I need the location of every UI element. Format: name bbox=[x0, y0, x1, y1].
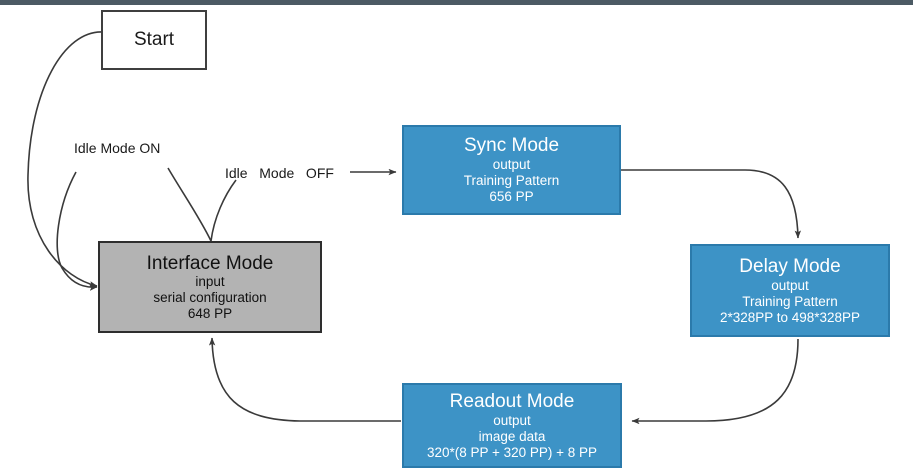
node-interface-mode-line-3: 648 PP bbox=[187, 305, 233, 321]
edge-label-idle-mode-on: Idle Mode ON bbox=[74, 140, 161, 156]
node-sync-mode-line-2: Training Pattern bbox=[463, 173, 560, 188]
node-delay-mode-line-3: 2*328PP to 498*328PP bbox=[719, 309, 861, 325]
node-delay-mode-title: Delay Mode bbox=[739, 255, 841, 277]
edge-readout-to-interface bbox=[208, 337, 401, 422]
node-sync-mode-title: Sync Mode bbox=[463, 135, 560, 156]
node-interface-mode-line-1: input bbox=[195, 273, 225, 289]
node-sync-mode-line-1: output bbox=[492, 157, 531, 172]
node-readout-mode[interactable]: Readout Mode output image data 320*(8 PP… bbox=[402, 383, 622, 468]
node-interface-mode-title: Interface Mode bbox=[146, 252, 274, 274]
node-readout-mode-line-3: 320*(8 PP + 320 PP) + 8 PP bbox=[426, 444, 598, 460]
node-delay-mode-line-2: Training Pattern bbox=[742, 293, 838, 309]
edge-start-to-interface bbox=[27, 31, 104, 288]
node-delay-mode[interactable]: Delay Mode output Training Pattern 2*328… bbox=[690, 244, 890, 337]
node-sync-mode[interactable]: Sync Mode output Training Pattern 656 PP bbox=[402, 125, 621, 215]
node-readout-mode-line-2: image data bbox=[478, 428, 546, 444]
node-interface-mode-line-2: serial configuration bbox=[153, 289, 267, 305]
edge-delay-to-readout bbox=[631, 338, 799, 425]
node-readout-mode-title: Readout Mode bbox=[449, 390, 575, 412]
edge-interface-to-idle-off bbox=[210, 179, 237, 242]
edge-label-idle-mode-off: Idle Mode OFF bbox=[225, 165, 334, 181]
node-sync-mode-line-3: 656 PP bbox=[489, 189, 534, 204]
node-start-title: Start bbox=[133, 29, 175, 50]
edge-interface-to-idle-on bbox=[167, 167, 212, 242]
edge-sync-to-delay bbox=[621, 169, 802, 239]
node-readout-mode-line-1: output bbox=[493, 412, 531, 428]
node-start[interactable]: Start bbox=[101, 10, 207, 70]
edge-idle-on-to-interface bbox=[56, 171, 98, 291]
top-bar bbox=[0, 0, 913, 5]
node-interface-mode[interactable]: Interface Mode input serial configuratio… bbox=[98, 241, 322, 333]
node-delay-mode-line-1: output bbox=[771, 277, 809, 293]
